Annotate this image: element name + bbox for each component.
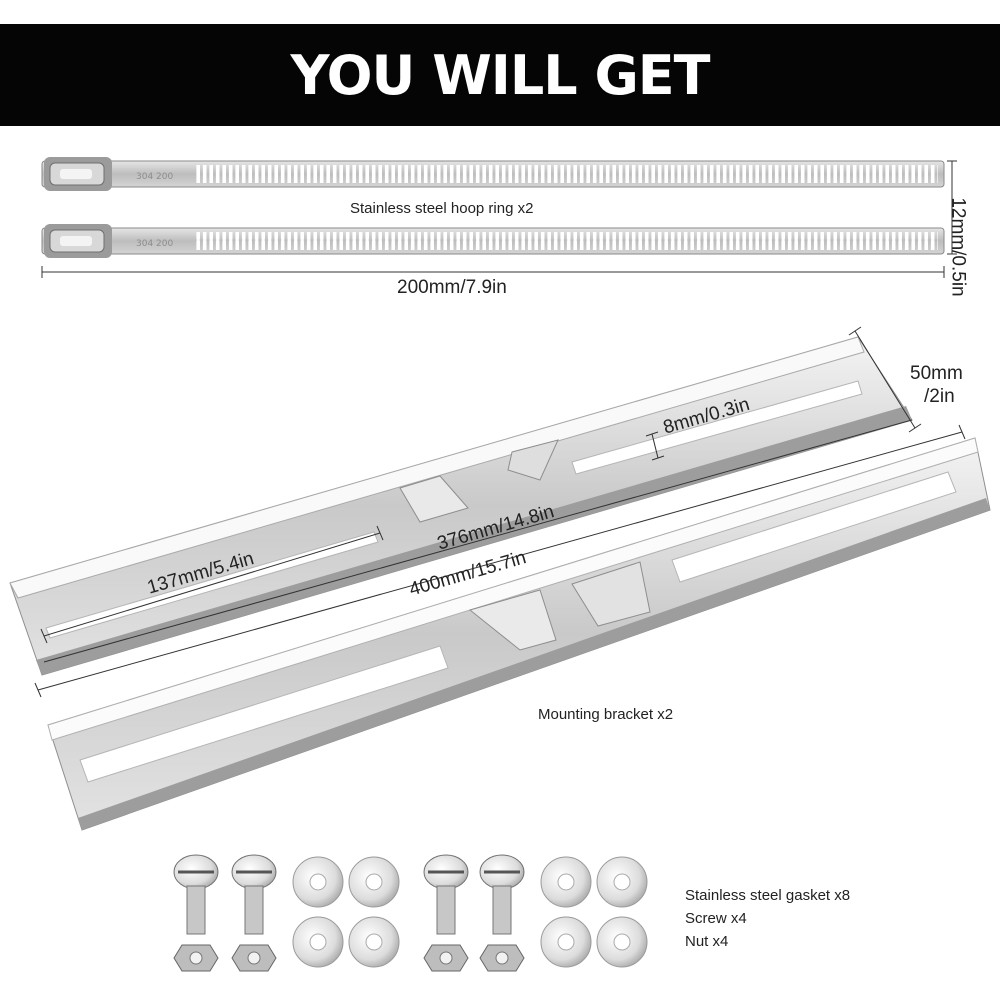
- list-item-nut: Nut x4: [685, 933, 729, 950]
- bracket-width-label-2: /2in: [924, 386, 955, 407]
- hoop-ring-2: 304 200: [41, 224, 945, 258]
- ring-length-dimension: [41, 266, 945, 278]
- ring-width-dimension: [947, 160, 957, 255]
- hoop-ring-caption: Stainless steel hoop ring x2: [350, 200, 534, 217]
- washer-group: [292, 856, 648, 968]
- list-item-gasket: Stainless steel gasket x8: [685, 887, 851, 904]
- svg-text:304 200: 304 200: [136, 172, 173, 182]
- svg-text:304 200: 304 200: [136, 239, 173, 249]
- ring-width-label: 12mm/0.5in: [947, 197, 969, 297]
- hardware-list: Stainless steel gasket x8 Screw x4 Nut x…: [685, 884, 850, 953]
- mounting-bracket-2: [47, 437, 991, 831]
- bracket-caption: Mounting bracket x2: [538, 706, 674, 723]
- screw-3: [423, 854, 469, 972]
- screw-4: [479, 854, 525, 972]
- list-item-screw: Screw x4: [685, 910, 747, 927]
- bracket-width-label-1: 50mm: [910, 363, 963, 384]
- ring-length-label: 200mm/7.9in: [397, 277, 507, 298]
- page-title: YOU WILL GET: [290, 43, 710, 107]
- bracket-dimension-lines: [34, 326, 966, 698]
- hoop-ring-1: 304 200: [41, 157, 945, 191]
- header-banner: YOU WILL GET: [0, 24, 1000, 126]
- screw-2: [231, 854, 277, 972]
- screw-1: [173, 854, 219, 972]
